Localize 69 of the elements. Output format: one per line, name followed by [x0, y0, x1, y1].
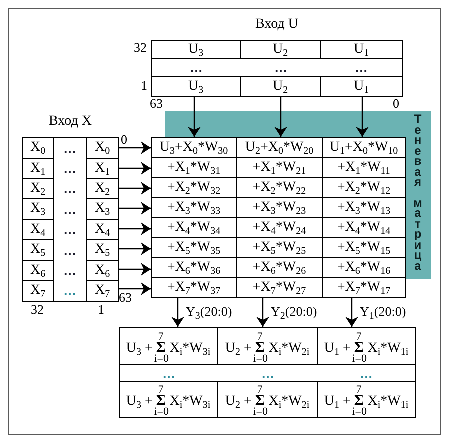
arrow [356, 96, 369, 137]
result-table [119, 327, 416, 418]
table-cell: U$_{2}$ [241, 41, 321, 59]
table-cell: U$_{3}$ [152, 41, 241, 59]
ellipsis: … [64, 264, 76, 277]
table-cell: X$_{0}$ [23, 138, 54, 159]
index-label: 63 [119, 291, 132, 304]
index-label: 0 [393, 97, 400, 110]
ellipsis: … [274, 61, 288, 74]
matrix-cell: +X$_{4}$*W$_{34}$ [152, 218, 237, 238]
index-label: 63 [150, 97, 163, 110]
index-label: 32 [31, 303, 44, 316]
ellipsis: … [64, 142, 76, 155]
ellipsis: … [190, 61, 203, 74]
ellipsis: … [162, 366, 176, 380]
shaded-panel [406, 111, 431, 279]
table-cell: X$_{1}$ [23, 159, 54, 179]
matrix-cell: U$_{3}$+X$_{0}$*W$_{30}$ [152, 138, 237, 158]
matrix-cell: +X$_{4}$*W$_{24}$ [237, 218, 323, 238]
arrow [256, 297, 270, 327]
table-cell: X$_{2}$ [23, 179, 54, 199]
ellipsis: … [64, 244, 76, 257]
index-label: 1 [141, 79, 148, 92]
matrix-cell: +X$_{6}$*W$_{26}$ [237, 258, 323, 278]
ellipsis: … [355, 61, 368, 74]
index-label: 0 [121, 133, 128, 146]
matrix-cell: +X$_{3}$*W$_{23}$ [237, 198, 323, 218]
index-label: 1 [98, 303, 104, 316]
arrow [172, 297, 184, 327]
matrix-cell: U$_{2}$+X$_{0}$*W$_{20}$ [237, 138, 323, 158]
table-cell: X$_{3}$ [23, 199, 54, 220]
arrow [188, 96, 201, 137]
ellipsis: … [64, 202, 76, 216]
ellipsis: … [64, 182, 76, 196]
vertical-label: Теневая матрица [412, 114, 424, 271]
table-heading: Вход X [49, 114, 92, 130]
arrow [118, 222, 151, 236]
ellipsis: … [64, 162, 76, 176]
table-cell: X$_{6}$ [23, 261, 54, 281]
table-cell: X$_{4}$ [23, 220, 54, 240]
matrix-cell: +X$_{2}$*W$_{22}$ [237, 178, 323, 198]
matrix-grid [151, 137, 406, 298]
ellipsis: … [262, 366, 274, 380]
arrow [118, 263, 151, 276]
matrix-cell: +X$_{1}$*W$_{21}$ [237, 158, 323, 178]
ellipsis: … [64, 223, 76, 236]
arrow [346, 297, 358, 327]
matrix-cell: +X$_{6}$*W$_{36}$ [152, 258, 237, 278]
ellipsis: … [360, 366, 373, 380]
arrow [118, 202, 151, 215]
ellipsis: … [64, 284, 76, 298]
arrow [274, 96, 288, 137]
edge-label: Y$_{3}$(20:0) [186, 304, 232, 319]
arrow [118, 242, 151, 256]
arrow [118, 282, 151, 296]
matrix-cell: +X$_{2}$*W$_{32}$ [152, 178, 237, 198]
arrow [118, 182, 151, 195]
matrix-cell: +X$_{3}$*W$_{33}$ [152, 198, 237, 218]
edge-label: Y$_{1}$(20:0) [360, 304, 406, 319]
matrix-cell: +X$_{5}$*W$_{25}$ [237, 238, 323, 258]
matrix-cell: +X$_{1}$*W$_{31}$ [152, 158, 237, 178]
table-cell: U$_{1}$ [321, 41, 402, 59]
index-label: 32 [134, 41, 147, 54]
table-cell: X$_{5}$ [23, 240, 54, 261]
arrow [118, 162, 151, 175]
matrix-cell: +X$_{5}$*W$_{35}$ [152, 238, 237, 258]
edge-label: Y$_{2}$(20:0) [271, 304, 318, 319]
arrow [118, 142, 151, 154]
table-heading: Вход U [256, 17, 298, 33]
